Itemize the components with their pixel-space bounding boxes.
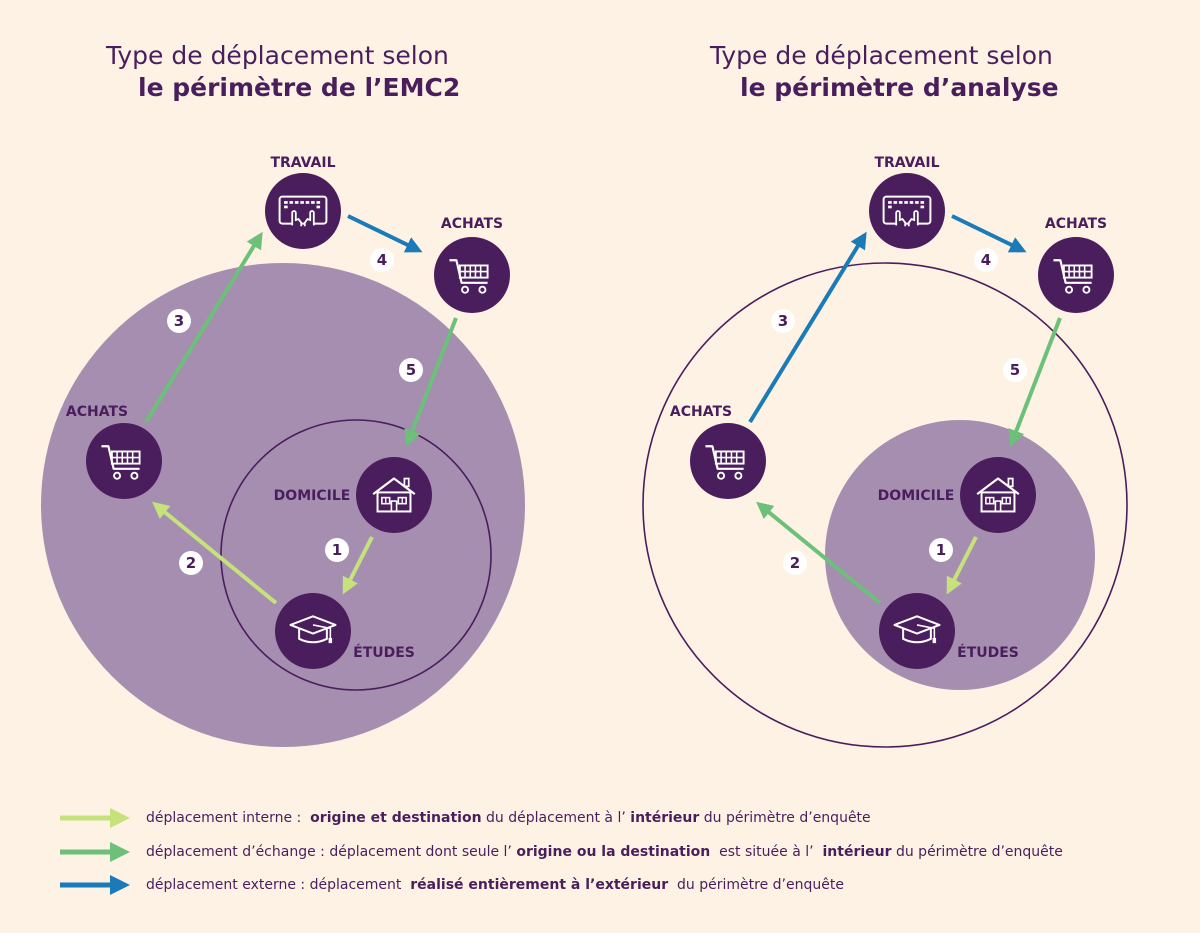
left-badge-2: 2 (179, 551, 203, 575)
svg-text:3: 3 (174, 312, 184, 330)
right-label-achats-top: ACHATS (1045, 216, 1107, 232)
left-trip-4-arrow (347, 214, 423, 253)
legend-exchange-prefix: déplacement d’échange : déplacement dont… (146, 844, 517, 860)
right-badge-4: 4 (974, 248, 998, 272)
legend-internal-prefix: déplacement interne : (146, 810, 311, 826)
svg-text:1: 1 (936, 541, 946, 559)
right-trip-4-arrow (951, 214, 1027, 253)
right-trip-5-arrow (1008, 317, 1062, 447)
legend-external-prefix: déplacement externe : déplacement (146, 877, 411, 893)
legend-internal-bold2: intérieur (630, 810, 700, 826)
legend-item-internal: déplacement interne : origine et destina… (60, 806, 871, 830)
panel-left-title-line2: le périmètre de l’EMC2 (138, 73, 461, 102)
left-node-travail: TRAVAIL (265, 155, 341, 249)
arrow-right-icon (60, 875, 130, 895)
legend-internal-bold1: origine et destination (310, 810, 482, 826)
legend-item-exchange: déplacement d’échange : déplacement dont… (60, 840, 1063, 864)
left-badge-4: 4 (370, 248, 394, 272)
legend-exchange-bold2: intérieur (822, 844, 892, 860)
legend-exchange-suffix: du périmètre d’enquête (891, 844, 1063, 860)
left-label-achats-left: ACHATS (66, 404, 128, 420)
left-node-etudes: ÉTUDES (275, 593, 415, 669)
left-trip-5-arrow (404, 317, 458, 447)
left-trip-1-arrow (342, 536, 374, 595)
right-outer-perimeter-ring (642, 262, 1128, 748)
left-trip-2-arrow (152, 501, 278, 605)
right-trip-3-arrow (748, 231, 867, 424)
left-label-etudes: ÉTUDES (353, 644, 415, 661)
right-label-achats-left: ACHATS (670, 404, 732, 420)
right-node-achats-left: ACHATS (670, 404, 766, 499)
panel-right-title-line1: Type de déplacement selon (710, 41, 1053, 70)
right-label-domicile: DOMICILE (878, 488, 955, 504)
right-trip-1-arrow (946, 536, 978, 595)
legend-internal-mid: du déplacement à l’ (481, 810, 631, 826)
right-label-travail: TRAVAIL (874, 155, 939, 171)
panel-left-title-line1: Type de déplacement selon (106, 41, 449, 70)
arrow-right-icon (60, 808, 130, 828)
right-node-travail: TRAVAIL (869, 155, 945, 249)
panel-right-title-line2: le périmètre d’analyse (740, 73, 1059, 102)
right-node-etudes: ÉTUDES (879, 593, 1019, 669)
right-label-etudes: ÉTUDES (957, 644, 1019, 661)
right-badge-5: 5 (1003, 358, 1027, 382)
left-badge-1: 1 (325, 538, 349, 562)
legend-external-mid: du périmètre d’enquête (668, 877, 844, 893)
svg-text:3: 3 (778, 312, 788, 330)
legend-item-external: déplacement externe : déplacement réalis… (60, 873, 844, 897)
svg-text:5: 5 (1010, 361, 1020, 379)
left-node-achats-top: ACHATS (434, 216, 510, 313)
left-label-achats-top: ACHATS (441, 216, 503, 232)
arrow-right-icon (60, 842, 130, 862)
left-inner-perimeter-ring (220, 419, 492, 691)
svg-text:2: 2 (790, 554, 800, 572)
svg-text:2: 2 (186, 554, 196, 572)
legend-exchange-bold1: origine ou la destination (516, 844, 711, 860)
legend-internal-suffix: du périmètre d’enquête (699, 810, 871, 826)
left-trip-3-arrow (144, 231, 263, 424)
left-node-achats-left: ACHATS (66, 404, 162, 499)
panel-right-title: Type de déplacement selon le périmètre d… (710, 40, 1059, 104)
left-label-travail: TRAVAIL (270, 155, 335, 171)
legend-exchange-mid: est située à l’ (710, 844, 823, 860)
right-node-domicile: DOMICILE (878, 457, 1036, 533)
legend-external-bold1: réalisé entièrement à l’extérieur (410, 877, 669, 893)
left-outer-perimeter-area (41, 263, 525, 747)
svg-text:4: 4 (377, 251, 387, 269)
svg-text:5: 5 (406, 361, 416, 379)
left-badge-3: 3 (167, 309, 191, 333)
left-badge-5: 5 (399, 358, 423, 382)
panel-left-title: Type de déplacement selon le périmètre d… (106, 40, 460, 104)
svg-text:4: 4 (981, 251, 991, 269)
left-label-domicile: DOMICILE (274, 488, 351, 504)
panel-right: TRAVAIL ACHATS ACHATS DOMICILE ÉTUDES 1 (642, 155, 1128, 748)
right-node-achats-top: ACHATS (1038, 216, 1114, 313)
right-badge-3: 3 (771, 309, 795, 333)
right-badge-1: 1 (929, 538, 953, 562)
right-badge-2: 2 (783, 551, 807, 575)
panel-left: TRAVAIL ACHATS ACHATS DOMICILE ÉTUDES 1 (41, 155, 525, 747)
svg-text:1: 1 (332, 541, 342, 559)
diagram: TRAVAIL ACHATS ACHATS DOMICILE ÉTUDES 1 (41, 155, 1128, 748)
left-node-domicile: DOMICILE (274, 457, 432, 533)
right-trip-2-arrow (756, 501, 882, 605)
